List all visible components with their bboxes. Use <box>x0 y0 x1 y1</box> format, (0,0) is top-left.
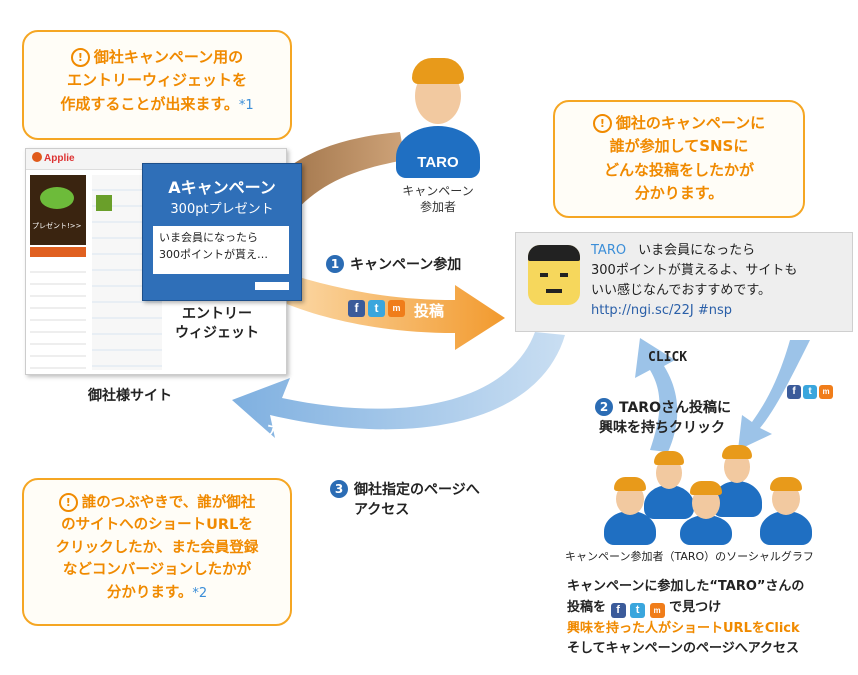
twitter-icon: t <box>368 300 385 317</box>
spread-arrow <box>738 340 810 450</box>
social-graph-caption: キャンペーン参加者（TARO）のソーシャルグラフ <box>565 550 814 563</box>
callout-text: エントリーウィジェットを <box>66 71 247 90</box>
callout-text: 分かります。 <box>106 584 193 601</box>
site-caption: 御社様サイト <box>88 388 172 404</box>
taro-face-avatar <box>528 245 580 305</box>
callout-text: 御社のキャンペーンに <box>615 114 766 132</box>
mixi-icon: m <box>649 602 665 618</box>
widget-subtitle: 300ptプレゼント <box>170 202 274 217</box>
callout-conversion: !誰のつぶやきで、誰が御社 のサイトへのショートURLを クリックしたか、また会… <box>22 478 292 626</box>
callout-text: クリックしたか、また会員登録 <box>55 539 259 556</box>
social-graph-people <box>600 445 840 545</box>
tweet-user[interactable]: TARO <box>591 243 627 258</box>
access-arrow <box>232 332 565 438</box>
callout-text: 分かります。 <box>634 183 724 202</box>
tweet-short-url[interactable]: http://ngi.sc/22J #nsp <box>591 303 733 319</box>
twitter-icon: t <box>630 602 646 618</box>
callout-sns: !御社のキャンペーンに 誰が参加してSNSに どんな投稿をしたかが 分かります。 <box>553 100 805 218</box>
participant-name: TARO <box>417 154 459 171</box>
facebook-icon: f <box>610 602 626 618</box>
participant-avatar: TARO <box>388 48 488 178</box>
twitter-icon: t <box>803 385 817 399</box>
widget-submit-button[interactable] <box>255 282 289 290</box>
site-banner-text: プレゼント!>> <box>32 222 82 230</box>
exclamation-icon: ! <box>592 114 612 133</box>
post-label: 投稿 <box>414 302 445 320</box>
mixi-icon: m <box>388 300 405 317</box>
footnote-ref: *2 <box>192 585 208 601</box>
callout-text: どんな投稿をしたかが <box>603 160 754 179</box>
exclamation-icon: ! <box>58 493 78 512</box>
click-arrow <box>635 338 678 452</box>
widget-message-box: いま会員になったら 300ポイントが貰え… <box>153 226 289 274</box>
widget-label: エントリー ウィジェット <box>175 306 259 341</box>
widget-title: Aキャンペーン <box>168 178 276 197</box>
callout-text: 作成することが出来ます。 <box>60 94 239 113</box>
entry-widget[interactable]: Aキャンペーン 300ptプレゼント いま会員になったら 300ポイントが貰え… <box>142 163 302 301</box>
bottom-explanation: キャンペーンに参加した“TARO”さんの 投稿を f t m で見つけ 興味を持… <box>567 579 805 657</box>
callout-text: 御社キャンペーン用の <box>93 48 244 66</box>
exclamation-icon: ! <box>70 48 90 67</box>
site-logo: Applie <box>32 152 75 164</box>
callout-text: 誰のつぶやきで、誰が御社 <box>81 495 256 511</box>
callout-widget: !御社キャンペーン用の エントリーウィジェットを 作成することが出来ます。*1 <box>22 30 292 140</box>
callout-text: のサイトへのショートURLを <box>61 517 253 534</box>
click-label: CLICK <box>648 350 688 365</box>
facebook-icon: f <box>348 300 365 317</box>
callout-text: などコンバージョンしたかが <box>62 562 252 579</box>
facebook-icon: f <box>787 385 801 399</box>
mixi-icon: m <box>819 385 833 399</box>
footnote-ref: *1 <box>238 97 254 113</box>
participant-caption: キャンペーン 参加者 <box>402 184 474 215</box>
callout-text: 誰が参加してSNSに <box>609 137 749 156</box>
